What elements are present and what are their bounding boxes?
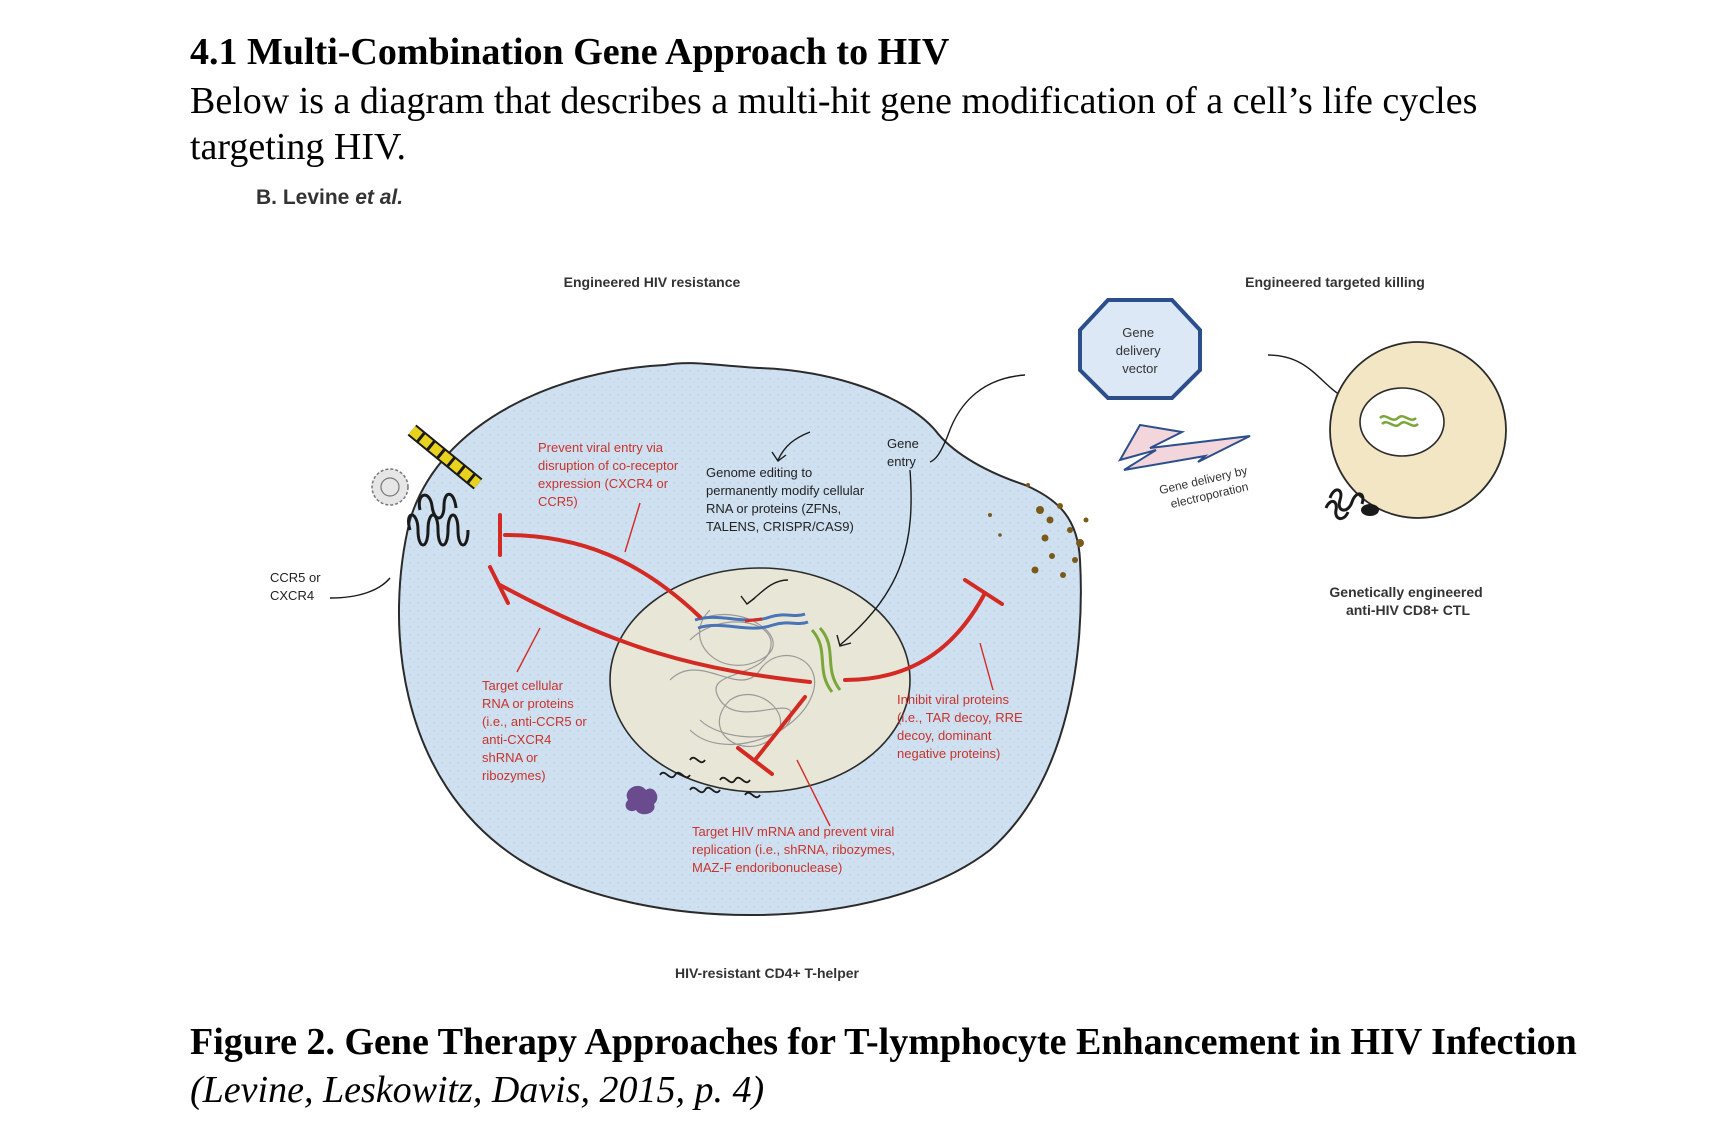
inhibit-viral-label: Inhibit viral proteins (i.e., TAR decoy,… — [897, 692, 1026, 761]
prevent-entry-label: Prevent viral entry via disruption of co… — [538, 440, 682, 509]
receptor-label: CCR5 or CXCR4 — [270, 570, 324, 603]
genome-editing-label: Genome editing to permanently modify cel… — [706, 465, 868, 534]
byline-author: B. Levine — [256, 186, 350, 209]
gene-delivery-vector-label: Gene delivery vector — [1116, 325, 1164, 376]
figure-byline: B. Levine et al. — [256, 186, 403, 210]
target-mrna-label: Target HIV mRNA and prevent viral replic… — [692, 824, 899, 875]
ctl-receptor-icon — [1324, 488, 1365, 520]
figure-caption: Figure 2. Gene Therapy Approaches for T-… — [190, 1018, 1610, 1114]
gene-delivery-vector-shape — [1078, 298, 1202, 400]
ctl-inserted-gene-green-2 — [1381, 421, 1419, 427]
gene-entry-label: Gene entry — [887, 436, 922, 469]
inserted-gene-green — [810, 628, 834, 693]
ctl-receptor-blob — [1361, 504, 1379, 516]
panel-right-title: Engineered targeted killing — [1245, 274, 1425, 290]
gp120-yellow-spike-icon — [407, 424, 483, 490]
caption-citation: (Levine, Leskowitz, Davis, 2015, p. 4) — [190, 1069, 765, 1111]
ctl-inserted-gene-green — [1379, 415, 1417, 421]
caption-title: Figure 2. Gene Therapy Approaches for T-… — [190, 1021, 1577, 1063]
inhibition-lines — [488, 513, 1004, 776]
black-arrows — [329, 354, 1383, 647]
hiv-virion-icon — [371, 468, 409, 506]
leader-lines — [516, 502, 994, 827]
viral-rna-squiggles — [659, 756, 761, 799]
intro-paragraph: Below is a diagram that describes a mult… — [190, 80, 1478, 168]
byline-etal: et al. — [355, 186, 404, 209]
budding-virus-particles — [988, 483, 1089, 578]
electroporation-label: Gene delivery by electroporation — [1158, 463, 1256, 513]
edited-dna-red — [744, 617, 763, 623]
ctl-label: Genetically engineered anti-HIV CD8+ CTL — [1329, 584, 1486, 618]
edited-dna-blue — [694, 612, 806, 622]
edited-dna-blue-2 — [697, 620, 809, 630]
nucleus — [609, 567, 911, 793]
ccr5-cxcr4-receptor-icon — [407, 492, 470, 547]
target-cellular-label: Target cellular RNA or proteins (i.e., a… — [482, 678, 590, 783]
cd4-cell-label: HIV-resistant CD4+ T-helper — [675, 965, 860, 981]
viral-protein-icon — [625, 785, 658, 815]
section-heading: 4.1 Multi-Combination Gene Approach to H… — [190, 31, 950, 73]
inserted-gene-green-2 — [818, 626, 842, 691]
electroporation-bolt-icon — [1117, 423, 1251, 471]
panel-left-title: Engineered HIV resistance — [564, 274, 741, 290]
